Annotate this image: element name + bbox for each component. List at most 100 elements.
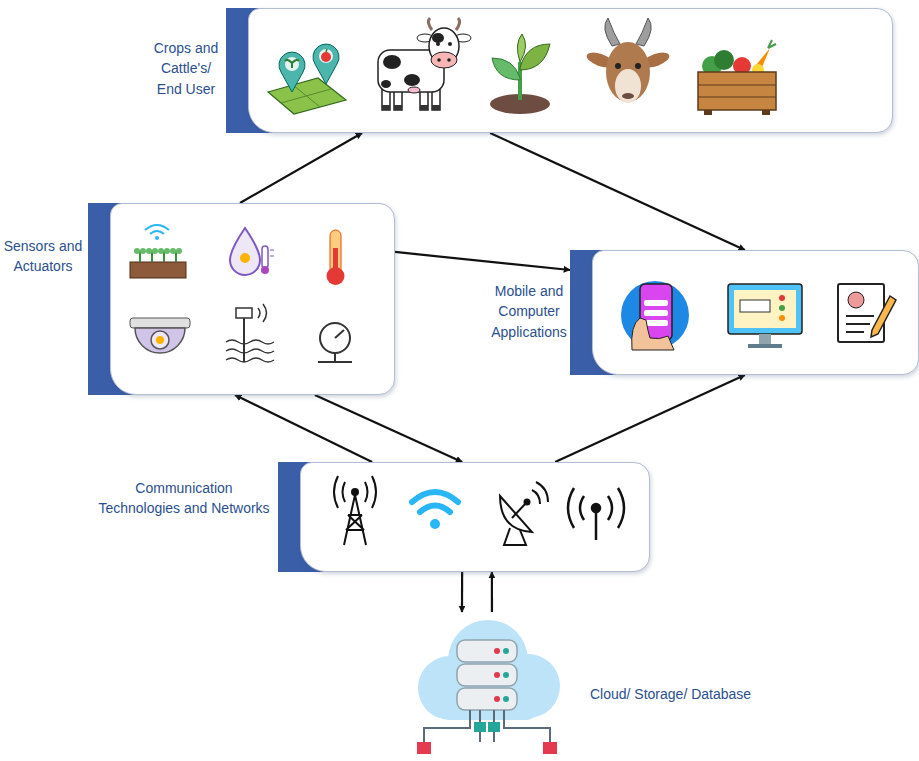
icon-part [728, 284, 802, 334]
pressure-gauge-icon [318, 323, 352, 362]
icon-part [632, 318, 674, 350]
icon-part [448, 42, 452, 46]
icon-part [622, 93, 634, 99]
icon-part [768, 40, 776, 48]
icon-part [320, 323, 350, 353]
icon-part [595, 512, 598, 540]
icon-part [344, 495, 366, 545]
icon-part [135, 328, 185, 353]
profile-form-icon [838, 284, 896, 342]
icon-part [319, 49, 333, 63]
panel-box [248, 8, 893, 133]
icon-part [321, 52, 331, 62]
icon-part [500, 496, 532, 532]
wifi-icon [412, 492, 458, 529]
icon-part [145, 225, 169, 234]
icon-part [268, 78, 346, 114]
icon-part [394, 105, 402, 110]
icon-part [871, 296, 896, 337]
icon-part [846, 315, 874, 317]
icon-part [134, 248, 140, 254]
icon-part [846, 331, 864, 333]
soil-sensor-icon [130, 225, 186, 278]
field-pins-icon [268, 44, 346, 114]
icon-part [457, 688, 517, 710]
icon-part [503, 696, 509, 702]
icon-part [474, 722, 486, 732]
computer-app-icon [728, 284, 802, 348]
vegetable-crate-icon [698, 40, 776, 115]
icon-part [261, 266, 269, 274]
icon-part [779, 305, 785, 311]
icon-part [176, 248, 182, 254]
layer-panel: Crops and Cattle's/ End User [226, 8, 893, 133]
icon-part [151, 331, 169, 349]
icon-part [517, 34, 525, 62]
icon-part [568, 488, 624, 528]
database-stack [457, 640, 517, 710]
icon-part [146, 248, 152, 254]
network-terminals [417, 722, 557, 754]
icon-part [592, 504, 600, 512]
icon-part [532, 482, 548, 504]
icon-part [420, 105, 428, 110]
icon-part [436, 42, 440, 46]
icon-part [293, 85, 320, 107]
layer-label: Mobile and Computer Applications [490, 281, 568, 342]
cloud-database-icon [405, 612, 775, 758]
network-icons [278, 462, 650, 572]
icon-part [335, 330, 344, 338]
flow-arrow [235, 395, 372, 462]
icon-part [621, 281, 689, 349]
icon-part [285, 60, 299, 68]
cloud-shape [418, 620, 560, 720]
flow-arrow [491, 572, 493, 612]
cow-icon [378, 18, 471, 110]
icon-part [488, 722, 500, 732]
icon-part [606, 42, 650, 102]
icon-part [383, 55, 401, 69]
icon-part [447, 58, 451, 62]
icon-part [636, 18, 651, 46]
icon-part [615, 63, 621, 69]
icon-part [543, 742, 557, 754]
sensor-icons [88, 203, 395, 395]
icon-part [748, 344, 782, 348]
icon-part [432, 105, 440, 110]
icon-part [236, 308, 252, 318]
icon-part [334, 476, 376, 508]
icon-part [494, 696, 500, 702]
icon-part [734, 290, 796, 328]
icon-part [408, 87, 420, 93]
icon-part [230, 228, 260, 275]
icon-part [140, 248, 146, 254]
icon-part [740, 300, 770, 312]
icon-part [698, 85, 776, 86]
icon-part [615, 69, 641, 103]
panel-box [300, 462, 650, 572]
antenna-icon [568, 488, 624, 540]
icon-part [494, 648, 500, 654]
icon-part [262, 246, 268, 268]
icon-part [382, 105, 390, 110]
icon-part [270, 250, 274, 251]
farm-icons [226, 8, 893, 133]
icon-part [158, 248, 164, 254]
icon-part [644, 300, 668, 306]
icon-part [644, 310, 668, 316]
icon-part [457, 664, 517, 686]
flow-arrow [490, 133, 745, 250]
thermometer-icon [327, 230, 345, 285]
icon-part [226, 340, 274, 362]
icon-part [243, 318, 245, 362]
icon-part [313, 44, 339, 84]
goat-icon [585, 18, 671, 103]
icon-part [430, 519, 440, 529]
flow-arrow [555, 375, 745, 462]
layer-label: Cloud/ Storage/ Database [590, 684, 751, 704]
icon-part [704, 110, 712, 115]
icon-part [404, 74, 420, 86]
icon-part [698, 72, 776, 110]
cloud-node: Cloud/ Storage/ Database [405, 612, 775, 758]
icon-part [698, 97, 776, 98]
